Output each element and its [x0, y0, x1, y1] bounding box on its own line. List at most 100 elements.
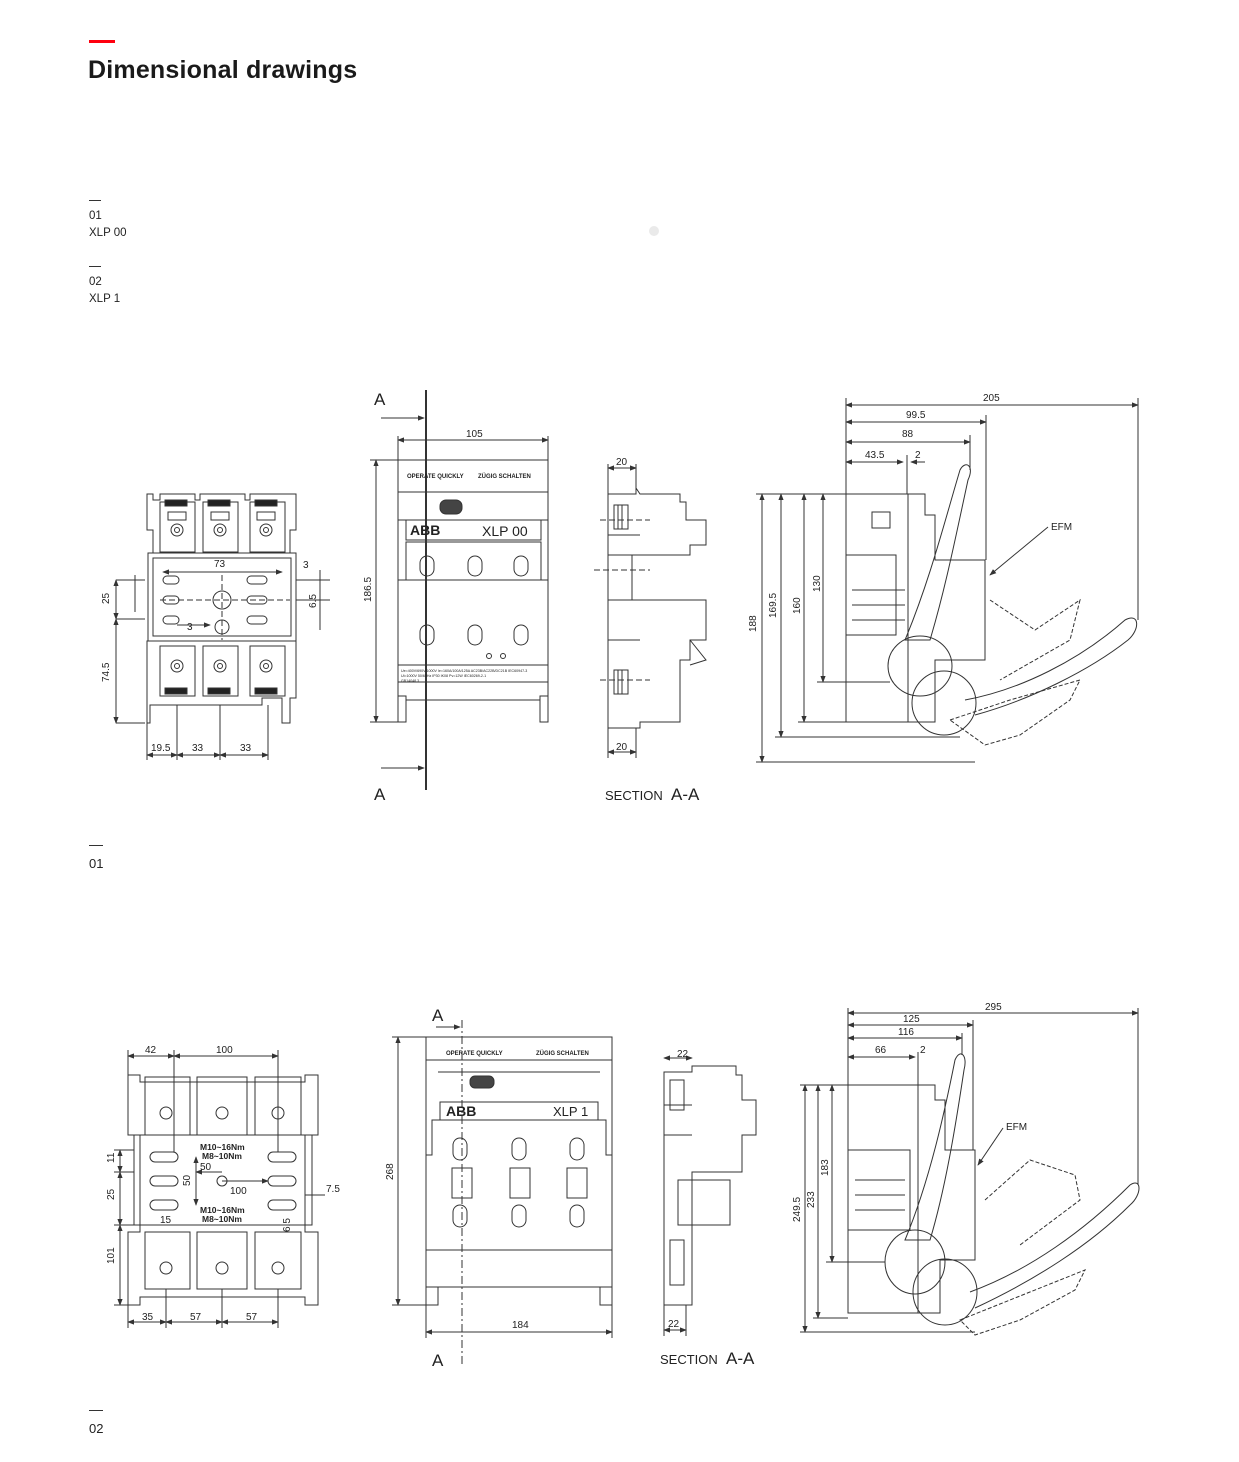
dim-label: 35	[142, 1312, 154, 1323]
dim-label: 43.5	[865, 450, 885, 461]
body-model: XLP 1	[553, 1104, 588, 1119]
dim-label: 3	[187, 622, 193, 633]
dim-label: 188	[748, 615, 759, 632]
torque-label: M8~10Nm	[202, 1151, 242, 1161]
body-spec-line: GB14048.3	[401, 679, 419, 683]
torque-label: M10~16Nm	[200, 1205, 245, 1215]
dim-label: 2	[915, 450, 921, 461]
section-marker: A	[374, 785, 386, 804]
caption-label: XLP 1	[89, 293, 121, 305]
figure-label-02: 02	[89, 1410, 103, 1436]
decorative-dot	[649, 226, 659, 236]
body-top-label-right: ZÜGIG SCHALTEN	[478, 473, 531, 480]
figure-number: 01	[89, 856, 104, 871]
dim-label: 57	[190, 1312, 202, 1323]
dim-label: 186.5	[363, 577, 374, 602]
efm-label: EFM	[1006, 1122, 1027, 1133]
figure-dash	[89, 845, 103, 846]
dim-label: 57	[246, 1312, 258, 1323]
dim-label: 100	[216, 1045, 233, 1056]
xlp1-section-text: 22 22 SECTION A-A	[660, 1049, 755, 1368]
dim-label: 42	[145, 1045, 157, 1056]
drawing-xlp1: 42 100 11 25 101 M10~16Nm M8~10Nm M10~16…	[106, 1002, 1140, 1370]
dim-label: 295	[985, 1002, 1002, 1013]
drawing-xlp00: 73 25 74.5 3 3 6.5 19.5 33 33 OPERATE QU…	[101, 390, 1139, 804]
dim-label: 169.5	[768, 593, 779, 618]
section-title: SECTION	[605, 788, 663, 803]
dim-label: 33	[240, 743, 252, 754]
dim-label: 22	[677, 1049, 689, 1060]
xlp1-front-view	[114, 1050, 325, 1328]
dim-label: 125	[903, 1014, 920, 1025]
dim-label: 7.5	[326, 1184, 340, 1195]
efm-label: EFM	[1051, 522, 1072, 533]
dim-label: 99.5	[906, 410, 926, 421]
figure-dash	[89, 1410, 103, 1411]
torque-label: M10~16Nm	[200, 1142, 245, 1152]
dim-label: 205	[983, 393, 1000, 404]
xlp00-section-text: 20 20 SECTION A-A	[605, 457, 700, 804]
dim-label: 233	[806, 1191, 817, 1208]
dim-label: 160	[792, 597, 803, 614]
body-spec-line: Ue=400V/690V/1000V Ie=160A/100A/125A AC2…	[401, 669, 527, 673]
dim-label: 183	[820, 1159, 831, 1176]
dim-label: 3	[303, 560, 309, 571]
xlp1-side-text: 295 125 116 66 2 249.5 233 183 EFM	[792, 1002, 1027, 1222]
dim-label: 88	[902, 429, 914, 440]
dim-label: 50	[200, 1162, 212, 1173]
xlp1-body-text: OPERATE QUICKLY ZÜGIG SCHALTEN ABB XLP 1…	[385, 1006, 589, 1370]
dim-label: 25	[106, 1188, 117, 1200]
dim-label: 184	[512, 1320, 529, 1331]
dim-label: 25	[101, 592, 112, 604]
caption-02: 02 XLP 1	[89, 266, 120, 308]
dim-label: 2	[920, 1045, 926, 1056]
dim-label: 22	[668, 1319, 680, 1330]
torque-label: M8~10Nm	[202, 1214, 242, 1224]
body-brand: ABB	[410, 522, 440, 538]
dim-label: 15	[160, 1215, 172, 1226]
xlp00-front-view	[113, 493, 330, 760]
dim-label: 20	[616, 457, 628, 468]
body-top-label-left: OPERATE QUICKLY	[446, 1051, 503, 1057]
section-marker: A	[374, 390, 386, 409]
body-top-label-right: ZÜGIG SCHALTEN	[536, 1050, 589, 1057]
section-title: SECTION	[660, 1352, 718, 1367]
dim-label: 73	[214, 559, 226, 570]
xlp1-side-view	[800, 1008, 1140, 1336]
dim-label: 74.5	[101, 662, 112, 682]
xlp00-front-dims: 73 25 74.5 3 3 6.5 19.5 33 33	[101, 559, 319, 754]
xlp00-body-view	[370, 390, 549, 790]
dim-label: 11	[106, 1152, 117, 1163]
caption-number: 01	[89, 210, 102, 222]
dim-label: 6.5	[282, 1218, 293, 1232]
dim-label: 249.5	[792, 1197, 803, 1222]
dim-label: 100	[230, 1186, 247, 1197]
xlp00-side-text: 205 99.5 88 43.5 2 188 169.5 160 130 EFM	[748, 393, 1072, 632]
xlp1-body-view	[392, 1020, 613, 1365]
figure-label-01: 01	[89, 845, 103, 871]
caption-label: XLP 00	[89, 227, 127, 239]
dim-label: 105	[466, 429, 483, 440]
dim-label: 130	[812, 575, 823, 592]
xlp00-side-view	[756, 398, 1139, 763]
body-spec-line: Ui=1000V 50/60Hz IP30 IK08 Pv=12W IEC602…	[401, 674, 486, 678]
section-title-suffix: A-A	[726, 1349, 755, 1368]
dim-label: 116	[898, 1027, 914, 1038]
section-marker: A	[432, 1351, 444, 1370]
dim-label: 6.5	[308, 594, 319, 608]
xlp1-section-view	[663, 1055, 757, 1336]
page-title: Dimensional drawings	[88, 56, 358, 84]
body-model: XLP 00	[482, 523, 528, 539]
caption-01: 01 XLP 00	[89, 200, 127, 242]
body-top-label-left: OPERATE QUICKLY	[407, 474, 464, 480]
figure-number: 02	[89, 1421, 104, 1436]
body-brand: ABB	[446, 1103, 476, 1119]
caption-number: 02	[89, 276, 102, 288]
caption-dash	[89, 266, 101, 267]
xlp00-section-view	[594, 464, 707, 758]
xlp00-body-text: OPERATE QUICKLY ZÜGIG SCHALTEN ABB XLP 0…	[363, 390, 531, 804]
xlp1-front-dims: 42 100 11 25 101 M10~16Nm M8~10Nm M10~16…	[106, 1045, 340, 1323]
section-title-suffix: A-A	[671, 785, 700, 804]
caption-dash	[89, 200, 101, 201]
dim-label: 268	[385, 1163, 396, 1180]
